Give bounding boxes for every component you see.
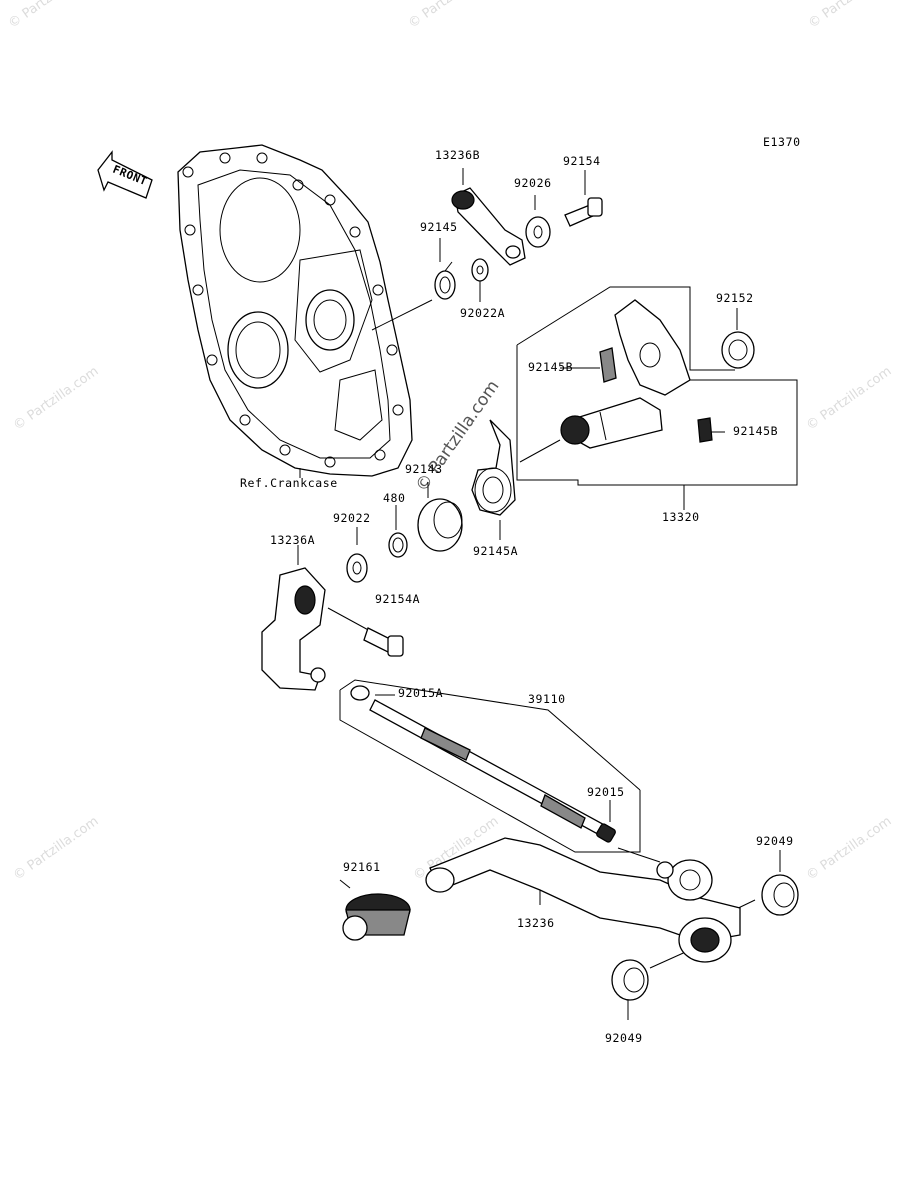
part-label-92145B-right[interactable]: 92145B — [733, 424, 779, 438]
part-label-13236B[interactable]: 13236B — [435, 148, 481, 162]
collar-92143 — [417, 498, 463, 552]
leader-lines — [297, 168, 798, 1020]
washer-92022A — [471, 258, 489, 282]
part-label-92015A[interactable]: 92015A — [398, 686, 444, 700]
part-label-13236A[interactable]: 13236A — [270, 533, 316, 547]
diagram-code: E1370 — [763, 135, 801, 149]
spring-92145B-right — [697, 417, 713, 443]
part-label-92154A[interactable]: 92154A — [375, 592, 421, 606]
bolt-92154 — [564, 197, 603, 227]
washer-92022 — [346, 553, 368, 583]
seal-92049-right — [761, 874, 799, 916]
part-label-92143[interactable]: 92143 — [405, 462, 443, 476]
seal-92152 — [721, 331, 755, 369]
circlip-480 — [388, 532, 408, 558]
part-label-92015[interactable]: 92015 — [587, 785, 625, 799]
part-label-92049-bottom[interactable]: 92049 — [605, 1031, 643, 1045]
part-label-92049-right[interactable]: 92049 — [756, 834, 794, 848]
shift-shaft-13320 — [560, 299, 691, 449]
lever-13236A — [261, 567, 326, 691]
part-label-13236[interactable]: 13236 — [517, 916, 555, 930]
crankcase-drawing — [177, 144, 413, 478]
spring-92145A — [471, 419, 516, 516]
part-label-92161[interactable]: 92161 — [343, 860, 381, 874]
part-label-92026[interactable]: 92026 — [514, 176, 552, 190]
part-label-92145[interactable]: 92145 — [420, 220, 458, 234]
spring-92145 — [434, 261, 456, 300]
part-label-480[interactable]: 480 — [383, 491, 406, 505]
part-label-13320[interactable]: 13320 — [662, 510, 700, 524]
front-arrow-icon — [97, 150, 153, 199]
part-label-92022A[interactable]: 92022A — [460, 306, 506, 320]
seal-92049-bottom — [611, 959, 649, 1001]
part-label-92152[interactable]: 92152 — [716, 291, 754, 305]
ref-crankcase-label: Ref.Crankcase — [240, 476, 338, 490]
washer-92026 — [525, 216, 551, 248]
tie-rod-39110 — [350, 685, 616, 843]
shift-lever-13236 — [425, 837, 741, 963]
spring-92145B-top — [599, 347, 617, 383]
part-label-92154[interactable]: 92154 — [563, 154, 601, 168]
part-label-92145B-top[interactable]: 92145B — [528, 360, 574, 374]
part-label-39110[interactable]: 39110 — [528, 692, 566, 706]
link-13236B — [451, 187, 526, 266]
rubber-92161 — [342, 893, 411, 941]
part-label-92145A[interactable]: 92145A — [473, 544, 519, 558]
part-label-92022[interactable]: 92022 — [333, 511, 371, 525]
bolt-92154A — [363, 627, 404, 657]
